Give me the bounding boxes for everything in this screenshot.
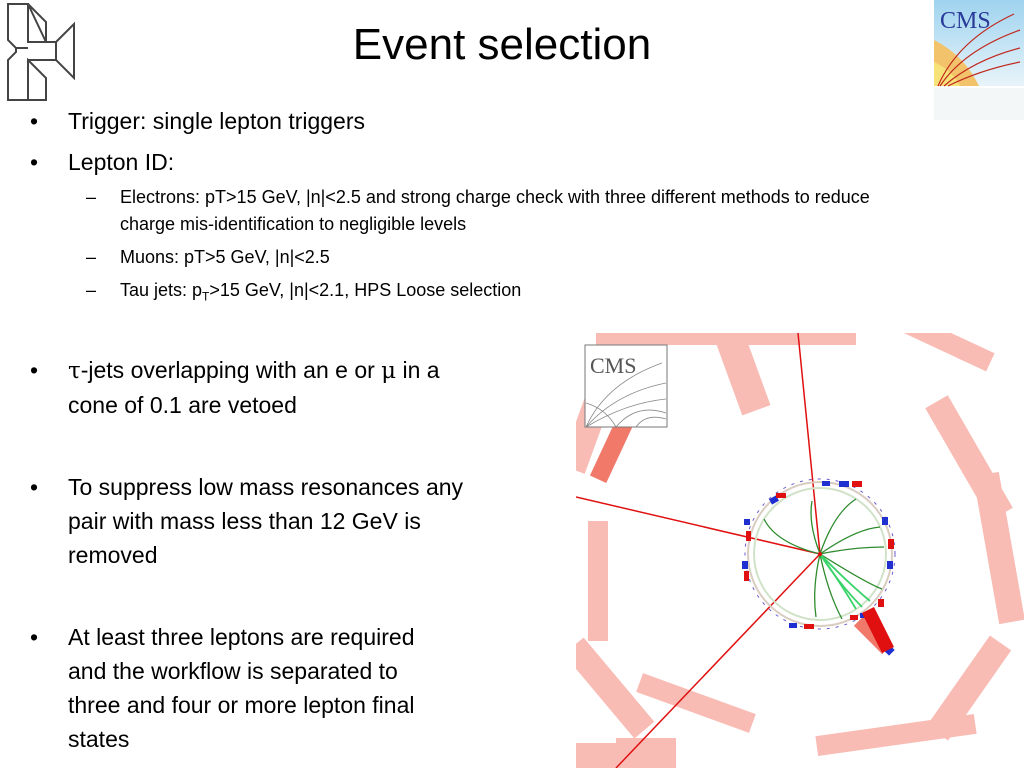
- lepton-tracks: [576, 333, 821, 768]
- top-bullet-list: Trigger: single lepton triggers Lepton I…: [30, 104, 990, 179]
- bullet-overlap: τ-jets overlapping with an e or μ in a c…: [30, 353, 520, 422]
- cms-logo-icon: CMS: [934, 0, 1024, 120]
- event-display-graphic: CMS: [576, 333, 1024, 768]
- bullet-three-leptons: At least three leptons are required and …: [30, 620, 520, 756]
- event-cms-logo: CMS: [584, 344, 668, 428]
- sub-muons: Muons: pT>5 GeV, |n|<2.5: [86, 244, 1006, 271]
- institute-logo-icon: [7, 3, 75, 101]
- bullet-low-mass: To suppress low mass resonances any pair…: [30, 470, 520, 572]
- sub-tau-jets: Tau jets: pT>15 GeV, |n|<2.1, HPS Loose …: [86, 277, 1006, 311]
- tau-tracks: [819, 553, 871, 610]
- cms-logo-text: CMS: [940, 8, 991, 34]
- slide-title: Event selection: [352, 20, 652, 69]
- charged-tracks: [763, 498, 885, 620]
- hot-calorimeter-towers: [589, 402, 893, 655]
- electrons-line2: charge mis-identification to negligible …: [120, 214, 467, 234]
- event-cms-text: CMS: [590, 353, 636, 378]
- calo-hits: [744, 481, 894, 629]
- lower-bullet-list: τ-jets overlapping with an e or μ in a c…: [30, 353, 520, 756]
- bullet-trigger: Trigger: single lepton triggers: [30, 104, 990, 138]
- event-display: CMS: [576, 333, 1024, 768]
- tracker-barrel: [744, 478, 896, 630]
- electrons-line1: Electrons: pT>15 GeV, |n|<2.5 and strong…: [120, 187, 870, 207]
- sub-electrons: Electrons: pT>15 GeV, |n|<2.5 and strong…: [86, 184, 1006, 238]
- electron-deposit: [862, 607, 894, 653]
- bullet-lepton-id: Lepton ID:: [30, 145, 990, 179]
- interaction-vertex: [818, 552, 822, 556]
- lepton-id-sublist: Electrons: pT>15 GeV, |n|<2.5 and strong…: [86, 184, 1006, 311]
